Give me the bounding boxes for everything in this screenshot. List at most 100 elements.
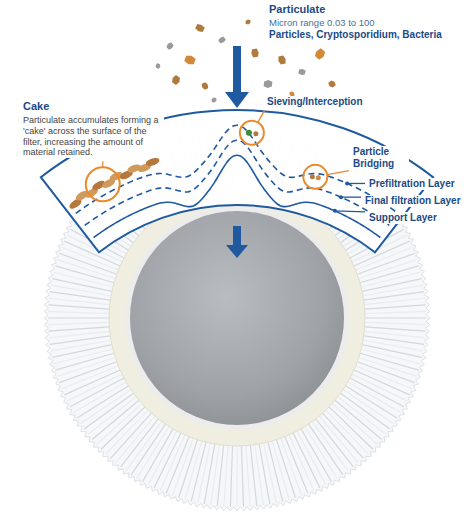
pleat-line: [365, 305, 426, 309]
pleat-line: [281, 438, 302, 495]
pleat-line: [230, 446, 232, 507]
flow-arrow: [225, 46, 249, 108]
pleat-line: [250, 445, 256, 506]
pleat-line: [64, 370, 120, 395]
pleat-line: [301, 429, 332, 482]
trapped-particle: [316, 175, 321, 180]
particle: [328, 81, 336, 88]
pleat-line: [359, 358, 417, 377]
pleat-line: [289, 435, 314, 491]
pleat-line: [246, 446, 250, 507]
pleat-line: [241, 446, 243, 507]
pleat-line: [285, 437, 308, 494]
highlight-circle: [240, 121, 264, 145]
pleat-line: [365, 317, 426, 318]
pleat-line: [48, 322, 109, 324]
leader-line: [341, 197, 361, 198]
pleat-line: [363, 285, 423, 296]
pleat-line: [354, 370, 410, 395]
filter-core: [130, 211, 344, 425]
particle: [212, 98, 217, 103]
layer-label: Support Layer: [368, 212, 438, 224]
pleat-line: [62, 366, 119, 389]
pleat-line: [259, 444, 270, 504]
layer-label: Prefiltration Layer: [368, 178, 456, 190]
highlight-circle: [303, 165, 327, 189]
pleat-line: [59, 362, 116, 383]
pleat-line: [160, 435, 185, 491]
pleat-line: [48, 305, 109, 309]
pleat-line: [362, 279, 422, 292]
pleat-line: [179, 440, 198, 498]
range-note: Micron range 0.03 to 100: [268, 17, 376, 28]
pleat-line: [51, 340, 111, 351]
pleat-line: [172, 438, 193, 495]
pleat-line: [357, 253, 414, 274]
callout-heading: Cake: [22, 100, 50, 113]
leader-line: [347, 183, 365, 184]
pleat-line: [350, 378, 404, 407]
pleat-line: [364, 298, 425, 304]
pleat-line: [364, 336, 424, 344]
callout-note: Particulate accumulates forming a 'cake'…: [22, 115, 164, 158]
core-rim: [125, 206, 349, 430]
pleat-line: [356, 247, 413, 270]
pleat-line: [80, 390, 131, 424]
mechanism-label: Sieving/Interception: [266, 96, 364, 108]
pleat-line: [59, 253, 116, 274]
pleat-line: [363, 340, 423, 351]
pleat-line: [48, 311, 109, 313]
pleat-line: [305, 427, 337, 479]
pleat-line: [365, 322, 426, 324]
leader-dot: [333, 209, 337, 213]
pleat-line: [51, 285, 111, 296]
pleat-line: [224, 446, 228, 507]
pleat-line: [357, 362, 414, 383]
pleat-line: [293, 433, 320, 488]
pleat-line: [49, 331, 110, 337]
flow-arrows: [225, 46, 249, 258]
particle: [202, 82, 208, 89]
pleat-line: [77, 386, 129, 418]
pleat-line: [365, 327, 426, 331]
pleat-line: [211, 445, 219, 505]
particle-types: Particles, Cryptosporidium, Bacteria: [268, 29, 443, 41]
leader-line: [327, 171, 349, 175]
particle: [184, 56, 195, 65]
pleat-line: [154, 433, 181, 488]
particle: [278, 55, 285, 64]
pleat-line: [204, 444, 215, 504]
leader-dot: [339, 195, 343, 199]
flow-heading: Particulate: [268, 3, 326, 16]
particle: [166, 42, 173, 50]
pleat-line: [264, 443, 277, 503]
trapped-particle: [310, 174, 315, 179]
leader-line: [102, 161, 103, 167]
trapped-particle: [253, 131, 258, 136]
pleat-line: [352, 374, 407, 401]
pleat-line: [309, 424, 343, 475]
trapped-particle: [246, 130, 252, 136]
pleat-line: [57, 260, 115, 279]
mechanism-label: Particle Bridging: [352, 146, 409, 170]
pleat-line: [73, 382, 126, 413]
particle: [195, 24, 205, 32]
pleat-line: [48, 317, 109, 318]
pleat-line: [52, 345, 112, 358]
highlight-circle: [86, 167, 120, 201]
particle: [246, 20, 251, 25]
pleat-line: [50, 292, 110, 300]
pleat-line: [236, 446, 237, 507]
particle: [156, 63, 161, 69]
leader-line: [335, 211, 365, 212]
particle: [315, 48, 325, 60]
end-cap: [109, 190, 365, 446]
pleat-line: [67, 374, 122, 401]
media-layer: [94, 155, 381, 237]
particle: [298, 69, 305, 75]
particle: [218, 36, 226, 43]
leader-line: [258, 111, 265, 123]
pleat-line: [148, 431, 177, 485]
flow-arrow: [226, 226, 248, 258]
